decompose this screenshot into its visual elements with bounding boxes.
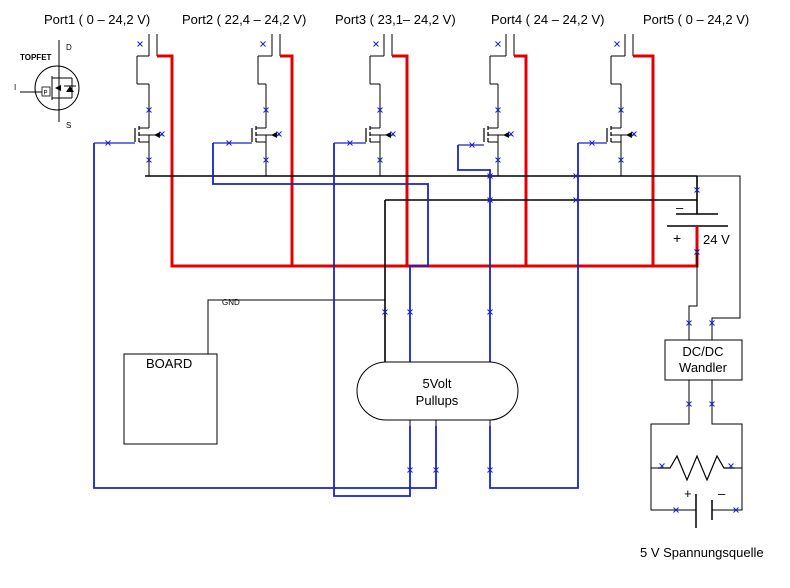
- dcdc-converter: DC/DC Wandler: [650, 339, 743, 469]
- port5-label: Port5 ( 0 – 24,2 V): [643, 12, 750, 27]
- ground-rails: [145, 175, 698, 362]
- thin-wires: [207, 175, 741, 362]
- topfet-title: TOPFET: [20, 53, 52, 62]
- board-block: BOARD: [123, 353, 218, 445]
- topfet-symbol: TOPFET D S I P: [14, 40, 80, 130]
- port-circuits: [94, 34, 636, 176]
- source-plus: +: [684, 486, 692, 501]
- topfet-pin-d: D: [66, 43, 72, 52]
- source-label: 5 V Spannungsquelle: [640, 545, 764, 560]
- source-5v: + – 5 V Spannungsquelle: [640, 454, 764, 560]
- port3-label: Port3 ( 23,1– 24,2 V): [335, 12, 456, 27]
- power-rail: [157, 54, 699, 268]
- port5-circuit: [578, 34, 636, 176]
- port2-label: Port2 ( 22,4 – 24,2 V): [182, 12, 307, 27]
- signal-wires: [93, 143, 579, 497]
- board-label: BOARD: [146, 356, 192, 371]
- dcdc-line1: DC/DC: [682, 344, 723, 359]
- port4-circuit: [458, 34, 515, 176]
- topfet-pin-i: I: [14, 83, 16, 92]
- port4-label: Port4 ( 24 – 24,2 V): [491, 12, 605, 27]
- topfet-pin-p: P: [44, 91, 48, 97]
- gnd-label: GND: [222, 298, 240, 307]
- topfet-pin-s: S: [66, 121, 71, 130]
- port1-label: Port1 ( 0 – 24,2 V): [44, 12, 151, 27]
- dcdc-line2: Wandler: [679, 360, 728, 375]
- battery-minus: –: [676, 200, 684, 215]
- battery-plus: +: [673, 230, 681, 246]
- battery-voltage-label: 24 V: [703, 232, 730, 247]
- port3-circuit: [334, 34, 395, 176]
- pullups-block: 5Volt Pullups: [356, 361, 519, 426]
- pullups-line2: Pullups: [416, 393, 459, 408]
- source-minus: –: [718, 486, 726, 501]
- port1-circuit: [94, 34, 164, 176]
- port2-circuit: [213, 34, 281, 176]
- pullups-line1: 5Volt: [423, 376, 452, 391]
- battery-24v: + – 24 V: [667, 200, 730, 250]
